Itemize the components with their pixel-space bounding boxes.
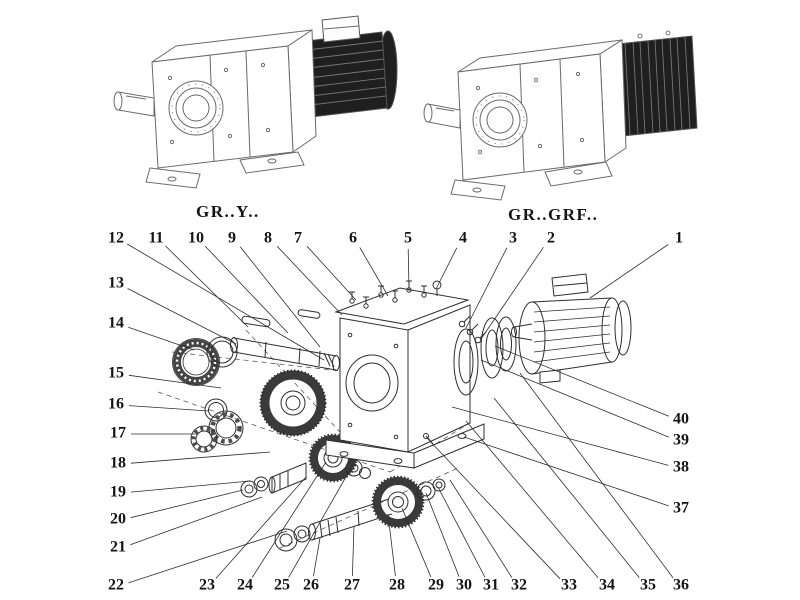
- output-boss-right: [472, 92, 528, 148]
- leader-line-9: [239, 246, 321, 348]
- leader-line-38: [451, 406, 669, 466]
- motor-foot: [539, 369, 561, 384]
- leader-line-5: [407, 248, 410, 292]
- assembled-view-gr-grf: [423, 30, 698, 201]
- leader-line-31: [437, 486, 486, 578]
- leader-line-32: [449, 479, 513, 578]
- retaining-ring-small: [359, 467, 371, 479]
- leader-line-8: [276, 245, 343, 316]
- motor-end-bell: [601, 297, 623, 363]
- cover-bolts: [349, 280, 427, 309]
- housing-bore: [345, 354, 399, 412]
- leader-line-23: [215, 476, 307, 579]
- mounting-feet-right: [450, 161, 613, 201]
- stud-bolts: [458, 315, 487, 344]
- leader-line-2: [480, 246, 544, 340]
- leader-line-21: [130, 496, 263, 546]
- leader-line-10: [204, 245, 289, 334]
- leader-line-30: [425, 492, 460, 577]
- intermediate-pinion: [268, 462, 307, 494]
- leader-line-1: [589, 244, 669, 299]
- leader-line-24: [251, 461, 327, 578]
- leader-line-11: [165, 245, 249, 328]
- leader-line-39: [480, 359, 670, 438]
- figure-label-gr-grf: GR..GRF..: [508, 205, 599, 224]
- leader-line-3: [465, 247, 508, 329]
- eye-bolt: [432, 280, 442, 296]
- ball-bearing-b: [190, 425, 218, 453]
- roller-bearing-ring: [172, 338, 220, 386]
- leader-line-27: [352, 525, 355, 577]
- motor-fin-lines: [533, 306, 611, 363]
- assembled-view-gr-y: [113, 15, 398, 189]
- leader-line-14: [128, 326, 195, 351]
- large-gear: [259, 369, 327, 437]
- housing-flange: [453, 328, 479, 396]
- shaft-key-long: [241, 315, 271, 328]
- terminal-box: [321, 15, 361, 43]
- bearing-set: [190, 398, 244, 453]
- output-boss-left: [168, 80, 224, 136]
- output-gear: [371, 475, 425, 529]
- leader-line-36: [519, 372, 674, 579]
- mounting-feet-left: [145, 151, 305, 189]
- leader-line-34: [465, 420, 599, 579]
- output-shaft-left: [113, 91, 155, 117]
- output-shaft-right: [423, 103, 461, 129]
- leader-line-12: [126, 243, 325, 361]
- leader-line-25: [288, 467, 352, 578]
- leader-line-22: [128, 530, 288, 584]
- leader-line-18: [130, 451, 271, 464]
- leader-line-40: [494, 345, 670, 417]
- finned-block-right: [617, 30, 698, 137]
- block-fins: [624, 36, 691, 136]
- gear-housing-right: [457, 39, 627, 181]
- leader-line-29: [401, 507, 432, 577]
- leader-line-35: [493, 397, 641, 579]
- retaining-ring-b: [432, 478, 446, 492]
- leader-line-33: [426, 437, 561, 580]
- shaft-key-short: [297, 309, 321, 319]
- leader-line-4: [435, 247, 458, 290]
- exploded-view: [157, 273, 632, 552]
- leader-line-28: [387, 513, 396, 577]
- leader-line-16: [128, 405, 210, 412]
- retaining-ring-a: [416, 481, 436, 501]
- leader-line-13: [127, 288, 237, 345]
- output-shaft-assembly: [274, 475, 446, 552]
- leader-line-6: [359, 247, 389, 297]
- electric-motor: [511, 273, 632, 384]
- motor-left-assembled: [297, 15, 398, 119]
- leader-line-26: [313, 537, 321, 577]
- fan-cover: [614, 300, 632, 356]
- leader-line-7: [306, 245, 357, 301]
- leader-line-19: [130, 480, 251, 493]
- figure-label-gr-y: GR..Y..: [196, 202, 260, 221]
- washer-a: [253, 476, 269, 492]
- leader-line-20: [130, 489, 244, 519]
- leader-line-37: [463, 436, 669, 507]
- washer-c: [293, 525, 311, 543]
- gearbox-housing: [325, 280, 485, 469]
- adapter-flanges: [480, 316, 517, 379]
- leader-line-15: [128, 374, 222, 389]
